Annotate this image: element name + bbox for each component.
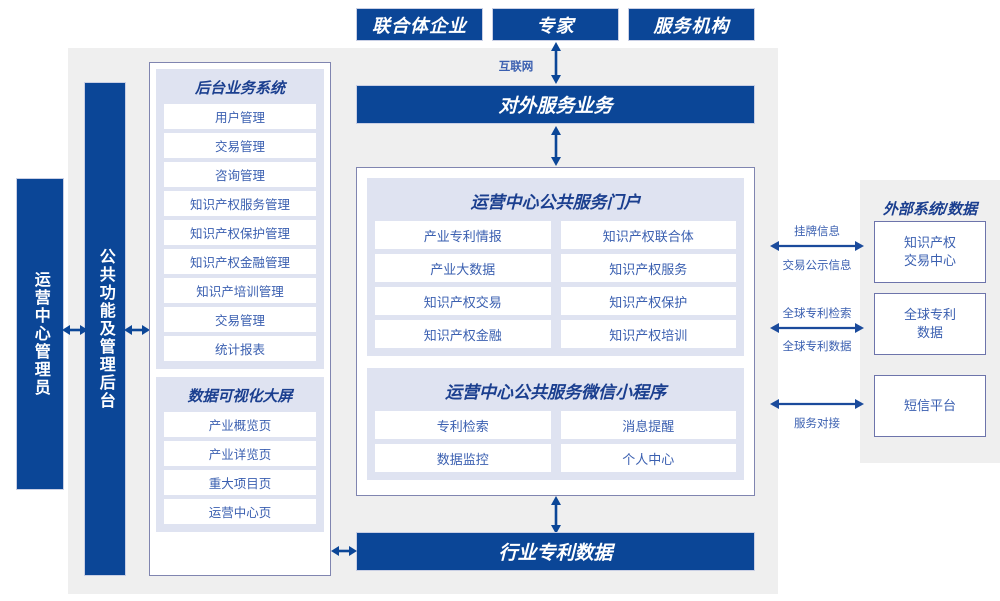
portal-item[interactable]: 知识产权服务 bbox=[560, 254, 736, 282]
arrow-service-to-portal bbox=[548, 126, 564, 166]
portal-item[interactable]: 知识产权联合体 bbox=[560, 221, 736, 249]
industry-patent-data-bar: 行业专利数据 bbox=[356, 532, 755, 571]
external-box-label: 知识产权 交易中心 bbox=[903, 235, 956, 268]
portal-group: 运营中心公共服务门户 产业专利情报 知识产权联合体 产业大数据 知识产权服务 知… bbox=[367, 178, 744, 356]
external-edge-2-bottom-label: 全球专利数据 bbox=[782, 341, 852, 353]
miniapp-title: 运营中心公共服务微信小程序 bbox=[445, 383, 666, 402]
portal-item[interactable]: 产业大数据 bbox=[375, 254, 551, 282]
actor-box-2: 专家 bbox=[492, 8, 619, 41]
backend-item[interactable]: 知识产权金融管理 bbox=[164, 249, 316, 274]
backend-item-list: 用户管理 交易管理 咨询管理 知识产权服务管理 知识产权保护管理 知识产权金融管… bbox=[164, 104, 316, 361]
miniapp-item[interactable]: 专利检索 bbox=[375, 411, 551, 439]
backend-modules-container: 后台业务系统 用户管理 交易管理 咨询管理 知识产权服务管理 知识产权保护管理 … bbox=[149, 62, 331, 576]
arrow-modules-to-industry-data bbox=[331, 543, 357, 559]
arrow-portal-to-industry-data bbox=[548, 496, 564, 534]
external-box-label: 短信平台 bbox=[903, 398, 956, 414]
miniapp-item[interactable]: 个人中心 bbox=[560, 444, 736, 472]
portal-item[interactable]: 知识产权保护 bbox=[560, 287, 736, 315]
public-service-container: 运营中心公共服务门户 产业专利情报 知识产权联合体 产业大数据 知识产权服务 知… bbox=[356, 167, 755, 496]
actor-box-3: 服务机构 bbox=[628, 8, 755, 41]
rail-common-backend: 公共功能及管理后台 bbox=[84, 82, 126, 576]
external-service-bar: 对外服务业务 bbox=[356, 85, 755, 124]
external-edge-1-bottom-label: 交易公示信息 bbox=[782, 260, 852, 272]
miniapp-group: 运营中心公共服务微信小程序 专利检索 消息提醒 数据监控 个人中心 bbox=[367, 368, 744, 480]
arrow-external-2 bbox=[770, 320, 864, 336]
backend-item[interactable]: 知识产培训管理 bbox=[164, 278, 316, 303]
external-box-global-patent-data[interactable]: 全球专利 数据 bbox=[874, 293, 986, 355]
visualization-item[interactable]: 重大项目页 bbox=[164, 470, 316, 495]
external-box-ip-trading-center[interactable]: 知识产权 交易中心 bbox=[874, 221, 986, 283]
data-visualization-group: 数据可视化大屏 产业概览页 产业详览页 重大项目页 运营中心页 bbox=[156, 377, 324, 532]
external-box-sms-platform[interactable]: 短信平台 bbox=[874, 375, 986, 437]
actor-box-1: 联合体企业 bbox=[356, 8, 483, 41]
backend-business-title: 后台业务系统 bbox=[194, 80, 285, 97]
backend-item[interactable]: 统计报表 bbox=[164, 336, 316, 361]
portal-item[interactable]: 知识产权金融 bbox=[375, 320, 551, 348]
backend-item[interactable]: 用户管理 bbox=[164, 104, 316, 129]
portal-item[interactable]: 产业专利情报 bbox=[375, 221, 551, 249]
arrow-internet bbox=[548, 42, 564, 84]
visualization-item[interactable]: 产业概览页 bbox=[164, 412, 316, 437]
miniapp-item[interactable]: 消息提醒 bbox=[560, 411, 736, 439]
backend-item[interactable]: 交易管理 bbox=[164, 133, 316, 158]
backend-item[interactable]: 知识产权服务管理 bbox=[164, 191, 316, 216]
portal-item[interactable]: 知识产权培训 bbox=[560, 320, 736, 348]
external-edge-3-bottom-label: 服务对接 bbox=[794, 418, 840, 430]
portal-title: 运营中心公共服务门户 bbox=[470, 193, 641, 212]
internet-edge-label: 互联网 bbox=[498, 61, 534, 73]
external-box-label: 全球专利 数据 bbox=[903, 307, 956, 340]
external-edge-2-top-label: 全球专利检索 bbox=[782, 308, 852, 320]
data-visualization-title: 数据可视化大屏 bbox=[187, 388, 293, 405]
backend-item[interactable]: 知识产权保护管理 bbox=[164, 220, 316, 245]
external-edge-1-top-label: 挂牌信息 bbox=[794, 226, 840, 238]
backend-item[interactable]: 交易管理 bbox=[164, 307, 316, 332]
visualization-item-list: 产业概览页 产业详览页 重大项目页 运营中心页 bbox=[164, 412, 316, 524]
visualization-item[interactable]: 产业详览页 bbox=[164, 441, 316, 466]
backend-item[interactable]: 咨询管理 bbox=[164, 162, 316, 187]
portal-item-grid: 产业专利情报 知识产权联合体 产业大数据 知识产权服务 知识产权交易 知识产权保… bbox=[375, 221, 736, 348]
miniapp-item-grid: 专利检索 消息提醒 数据监控 个人中心 bbox=[375, 411, 736, 472]
rail-operator-admin: 运营中心管理员 bbox=[16, 178, 64, 490]
external-systems-title: 外部系统/数据 bbox=[882, 201, 978, 218]
arrow-operator-to-backend bbox=[62, 322, 88, 338]
arrow-external-3 bbox=[770, 396, 864, 412]
visualization-item[interactable]: 运营中心页 bbox=[164, 499, 316, 524]
arrow-external-1 bbox=[770, 238, 864, 254]
portal-item[interactable]: 知识产权交易 bbox=[375, 287, 551, 315]
arrow-backend-to-modules bbox=[124, 322, 150, 338]
miniapp-item[interactable]: 数据监控 bbox=[375, 444, 551, 472]
backend-business-group: 后台业务系统 用户管理 交易管理 咨询管理 知识产权服务管理 知识产权保护管理 … bbox=[156, 69, 324, 369]
